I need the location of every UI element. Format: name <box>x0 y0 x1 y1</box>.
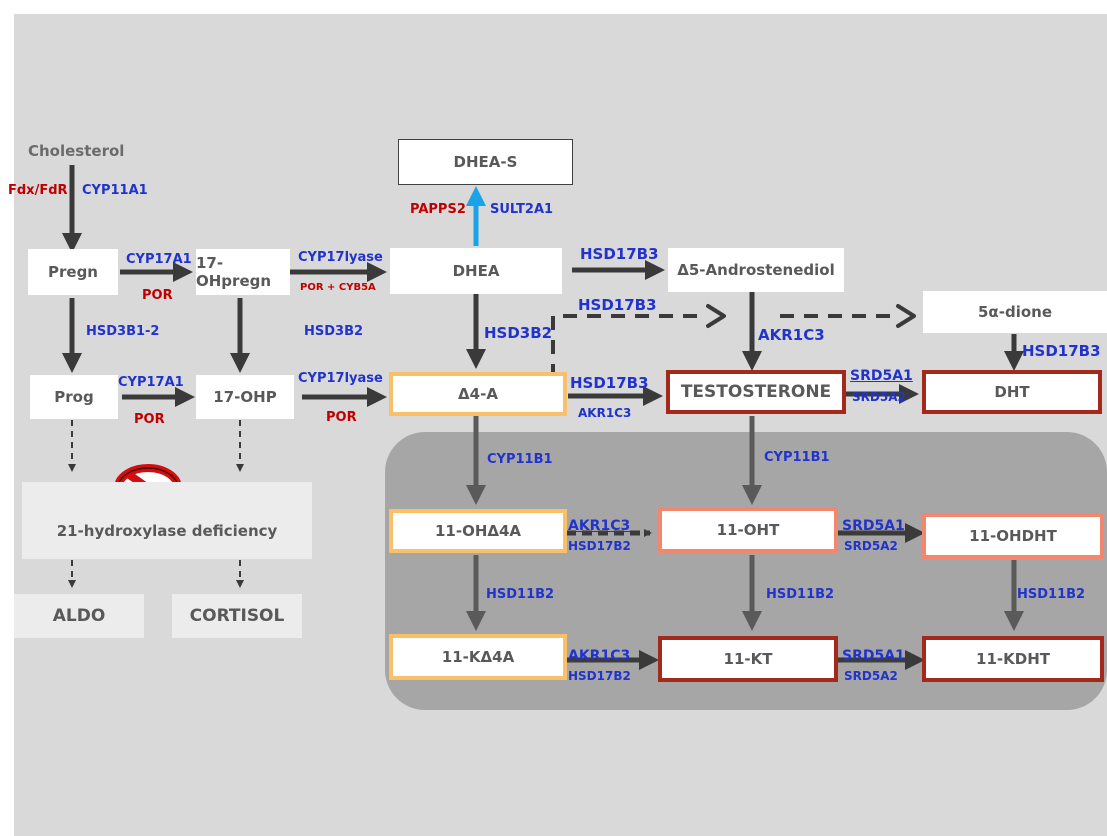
node-17-ohp: 17-OHP <box>196 375 294 419</box>
label-akr1c3-oh: AKR1C3 <box>568 518 631 534</box>
label-por-cyb5a: POR + CYB5A <box>300 282 376 293</box>
label-cyp17lyase-bottom: CYP17lyase <box>298 371 383 386</box>
label-por-bottom-2: POR <box>326 410 357 425</box>
node-cholesterol: Cholesterol <box>28 142 125 160</box>
arrowhead-open-2 <box>896 304 916 328</box>
node-21-hydroxylase-deficiency: 21-hydroxylase deficiency <box>22 482 312 559</box>
node-aldo: ALDO <box>14 594 144 638</box>
node-cortisol: CORTISOL <box>172 594 302 638</box>
label-cyp17lyase-top: CYP17lyase <box>298 250 383 265</box>
node-11-kdht: 11-KDHT <box>922 636 1104 682</box>
node-11-kd4a: 11-KΔ4A <box>389 634 567 680</box>
label-cyp11b1-right: CYP11B1 <box>764 450 830 465</box>
node-11-oht: 11-OHT <box>658 507 838 553</box>
label-papps2: PAPPS2 <box>410 202 466 217</box>
label-hsd17b3-top: HSD17B3 <box>580 245 659 263</box>
node-11-kt: 11-KT <box>658 636 838 682</box>
label-srd5a1-oh: SRD5A1 <box>842 518 905 534</box>
label-hsd3b1-2: HSD3B1-2 <box>86 324 160 339</box>
label-akr1c3-mid: AKR1C3 <box>758 326 825 344</box>
node-dhea-s: DHEA-S <box>398 139 573 185</box>
label-akr1c3-d4a: AKR1C3 <box>578 406 632 420</box>
label-srd5a2-k: SRD5A2 <box>844 669 898 683</box>
label-hsd3b2-left: HSD3B2 <box>304 324 364 339</box>
label-cyp11b1-left: CYP11B1 <box>487 452 553 467</box>
dashed-path-d4a-androstanedione <box>551 314 704 378</box>
label-hsd11b2-right: HSD11B2 <box>1017 587 1086 602</box>
label-por-bottom-1: POR <box>134 412 165 427</box>
arrowhead-open-1 <box>706 304 726 328</box>
label-fdx-fdr: Fdx/FdR <box>8 183 68 198</box>
node-testosterone: TESTOSTERONE <box>666 370 846 414</box>
label-cyp17a1-top: CYP17A1 <box>126 252 192 267</box>
node-delta5-androstenediol: Δ5-Androstenediol <box>668 248 844 292</box>
label-hsd17b3-right: HSD17B3 <box>1022 342 1101 360</box>
label-srd5a1-t: SRD5A1 <box>850 368 913 384</box>
label-hsd3b2-center: HSD3B2 <box>484 324 553 342</box>
label-hsd17b2-oh: HSD17B2 <box>568 539 631 553</box>
label-hsd11b2-left: HSD11B2 <box>486 587 555 602</box>
node-11-ohdht: 11-OHDHT <box>922 513 1104 559</box>
node-11-ohd4a: 11-OHΔ4A <box>389 509 567 553</box>
node-17-ohpregn: 17-OHpregn <box>196 249 290 295</box>
label-hsd17b3-mid: HSD17B3 <box>578 296 657 314</box>
label-srd5a2-oh: SRD5A2 <box>844 539 898 553</box>
label-sult2a1: SULT2A1 <box>490 202 554 217</box>
label-akr1c3-k: AKR1C3 <box>568 648 631 664</box>
label-srd5a2-t: SRD5A2 <box>852 390 906 404</box>
node-5a-dione: 5α-dione <box>923 291 1107 333</box>
node-dht: DHT <box>922 370 1102 414</box>
node-dhea: DHEA <box>390 248 562 294</box>
label-cyp17a1-bottom: CYP17A1 <box>118 375 184 390</box>
label-hsd17b3-d4a: HSD17B3 <box>570 374 649 392</box>
label-cyp11a1: CYP11A1 <box>82 183 148 198</box>
deficiency-label: 21-hydroxylase deficiency <box>56 521 278 540</box>
node-pregn: Pregn <box>28 249 118 295</box>
label-hsd17b2-k: HSD17B2 <box>568 669 631 683</box>
label-srd5a1-k: SRD5A1 <box>842 648 905 664</box>
label-hsd11b2-mid: HSD11B2 <box>766 587 835 602</box>
node-delta4-a: Δ4-A <box>389 372 567 416</box>
label-por-top: POR <box>142 288 173 303</box>
node-prog: Prog <box>30 375 118 419</box>
